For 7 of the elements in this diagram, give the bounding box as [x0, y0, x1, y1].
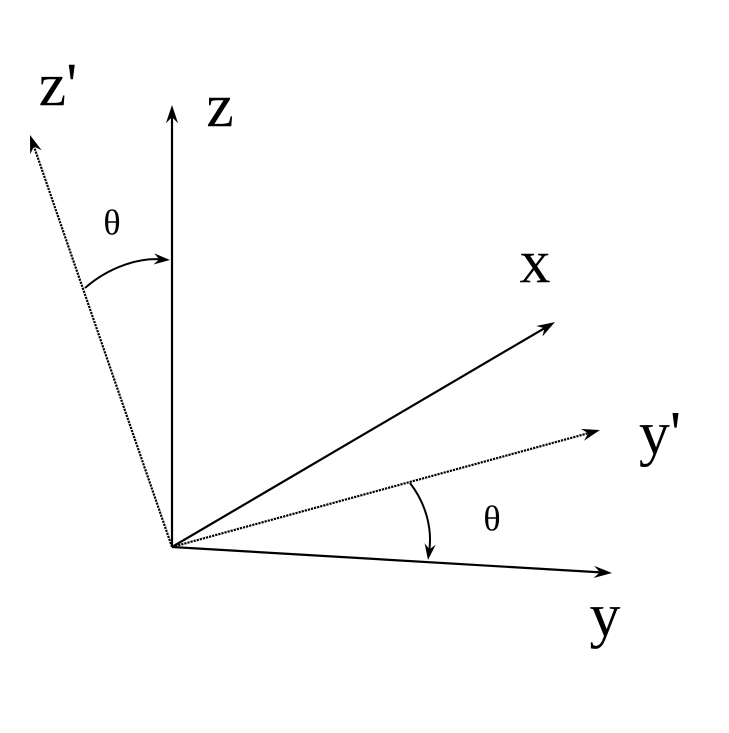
axis-label: y	[590, 607, 620, 649]
axis-label: z	[208, 98, 232, 126]
axis-label: z'	[40, 64, 75, 106]
axis-label: x	[520, 254, 550, 282]
angle-label: θ	[105, 209, 120, 235]
angle-label: θ	[485, 505, 500, 531]
axis-label: y'	[640, 413, 678, 467]
